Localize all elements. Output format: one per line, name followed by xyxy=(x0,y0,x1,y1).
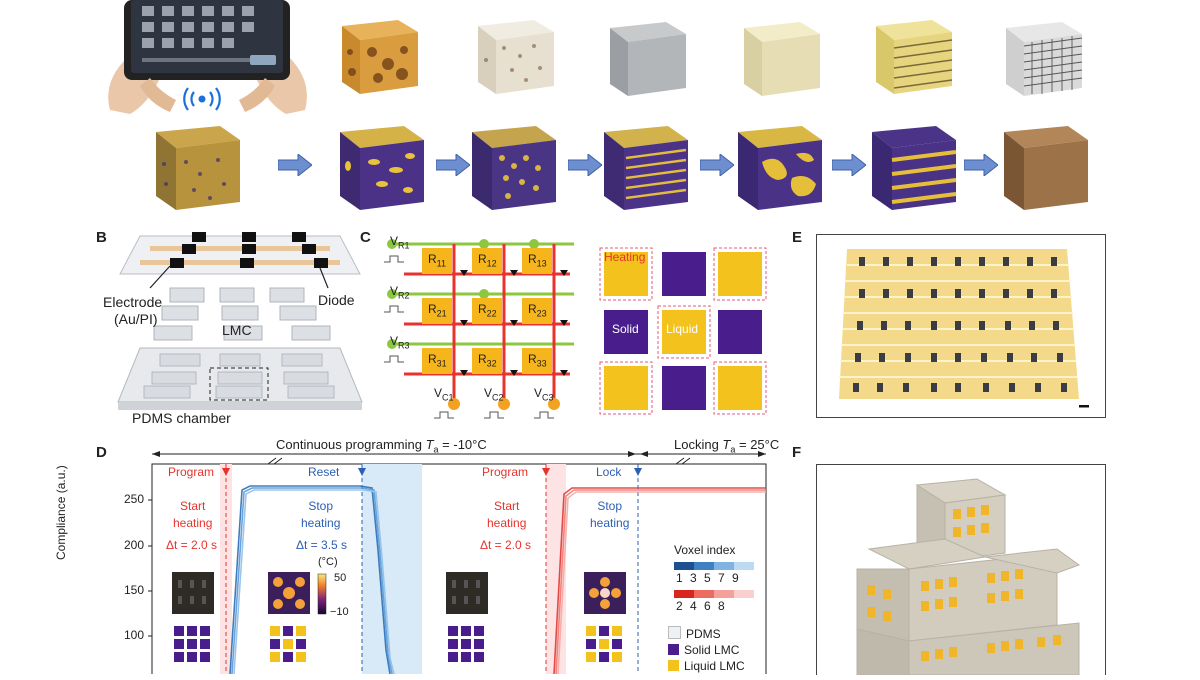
arrow-icon xyxy=(700,154,734,176)
arrow-icon xyxy=(964,154,998,176)
label-vc3: VC3 xyxy=(534,386,554,403)
ytick-100: 100 xyxy=(124,628,145,642)
legend-solid-lmc: Solid LMC xyxy=(668,642,745,658)
event-program-1: Program xyxy=(168,465,215,479)
label-vc1: VC1 xyxy=(434,386,454,403)
device-exploded-view xyxy=(117,232,363,410)
event-reset: Reset xyxy=(308,465,340,479)
resistor-r21: R21 xyxy=(428,302,447,319)
arrow-icon xyxy=(568,154,602,176)
panel-d-header-right: Locking Ta = 25°C xyxy=(674,437,780,455)
cube-row2-1 xyxy=(156,126,240,210)
blue-series-lines xyxy=(229,485,395,674)
resistor-r22: R22 xyxy=(478,302,497,319)
legend-liquid-lmc: Liquid LMC xyxy=(668,658,745,674)
voxel-red-indices: 2 4 6 8 xyxy=(676,599,725,613)
label-vr2: VR2 xyxy=(390,284,410,301)
label-heating: Heating xyxy=(604,250,646,264)
arrow-icon xyxy=(436,154,470,176)
resistor-r13: R13 xyxy=(528,252,547,269)
red-series-lines xyxy=(553,487,766,674)
arrow-icon xyxy=(832,154,866,176)
label-electrode: Electrode xyxy=(103,294,163,310)
panel-label-c: C xyxy=(360,229,371,246)
panel-f-photo xyxy=(816,464,1106,676)
label-vc2: VC2 xyxy=(484,386,504,403)
tablet-image xyxy=(100,0,315,118)
legend: PDMS Solid LMC Liquid LMC xyxy=(668,626,745,674)
voxel-index-title: Voxel index xyxy=(674,543,736,557)
ytick-200: 200 xyxy=(124,538,145,552)
temp-unit: (°C) xyxy=(318,556,338,568)
resistor-r31: R31 xyxy=(428,352,447,369)
cube-gray xyxy=(610,22,686,96)
label-vr3: VR3 xyxy=(390,334,410,351)
panel-e-photo xyxy=(816,234,1106,418)
cube-speckled xyxy=(478,20,554,94)
label-liquid: Liquid xyxy=(666,322,699,336)
cube-foam xyxy=(342,20,418,94)
panel-label-b: B xyxy=(96,229,107,246)
legend-pdms: PDMS xyxy=(668,626,745,642)
dt-3: Δt = 2.0 s xyxy=(480,538,532,552)
cube-row2-6 xyxy=(872,126,957,210)
wireless-icon xyxy=(178,86,226,112)
event-program-2: Program xyxy=(482,465,529,479)
arrow-icon xyxy=(278,154,312,176)
label-electrode-material: (Au/PI) xyxy=(114,311,158,327)
cube-row2-3 xyxy=(472,126,556,210)
panel-label-f: F xyxy=(792,444,802,461)
panel-label-d: D xyxy=(96,444,107,461)
cube-row2-7 xyxy=(1004,126,1088,210)
cube-striped-yellow xyxy=(876,20,953,94)
resistor-r11: R11 xyxy=(428,252,447,269)
label-pdms-chamber: PDMS chamber xyxy=(132,410,231,426)
event-lock: Lock xyxy=(596,465,622,479)
label-lmc: LMC xyxy=(222,322,252,338)
label-vr1: VR1 xyxy=(390,234,410,251)
cube-row2-2 xyxy=(340,126,424,210)
temp-min: −10 xyxy=(330,606,349,618)
ytick-250: 250 xyxy=(124,492,145,506)
panel-label-e: E xyxy=(792,229,803,246)
circuit-diagram xyxy=(384,239,574,419)
cube-lattice xyxy=(1006,22,1083,96)
ytick-150: 150 xyxy=(124,583,145,597)
voxel-blue-indices: 1 3 5 7 9 xyxy=(676,571,739,585)
resistor-r23: R23 xyxy=(528,302,547,319)
temp-max: 50 xyxy=(334,572,347,584)
label-solid: Solid xyxy=(612,322,639,336)
resistor-r33: R33 xyxy=(528,352,547,369)
resistor-r12: R12 xyxy=(478,252,497,269)
cube-cream xyxy=(744,22,820,96)
voxel-state-grid xyxy=(598,246,770,416)
dt-1: Δt = 2.0 s xyxy=(166,538,218,552)
cube-row2-4 xyxy=(604,126,688,210)
panel-d-header-left: Continuous programming Ta = -10°C xyxy=(276,437,487,455)
y-axis-label: Compliance (a.u.) xyxy=(54,465,68,560)
label-diode: Diode xyxy=(318,292,355,308)
cube-row2-5 xyxy=(738,126,822,210)
compliance-chart xyxy=(148,451,767,674)
dt-2: Δt = 3.5 s xyxy=(296,538,348,552)
resistor-r32: R32 xyxy=(478,352,497,369)
